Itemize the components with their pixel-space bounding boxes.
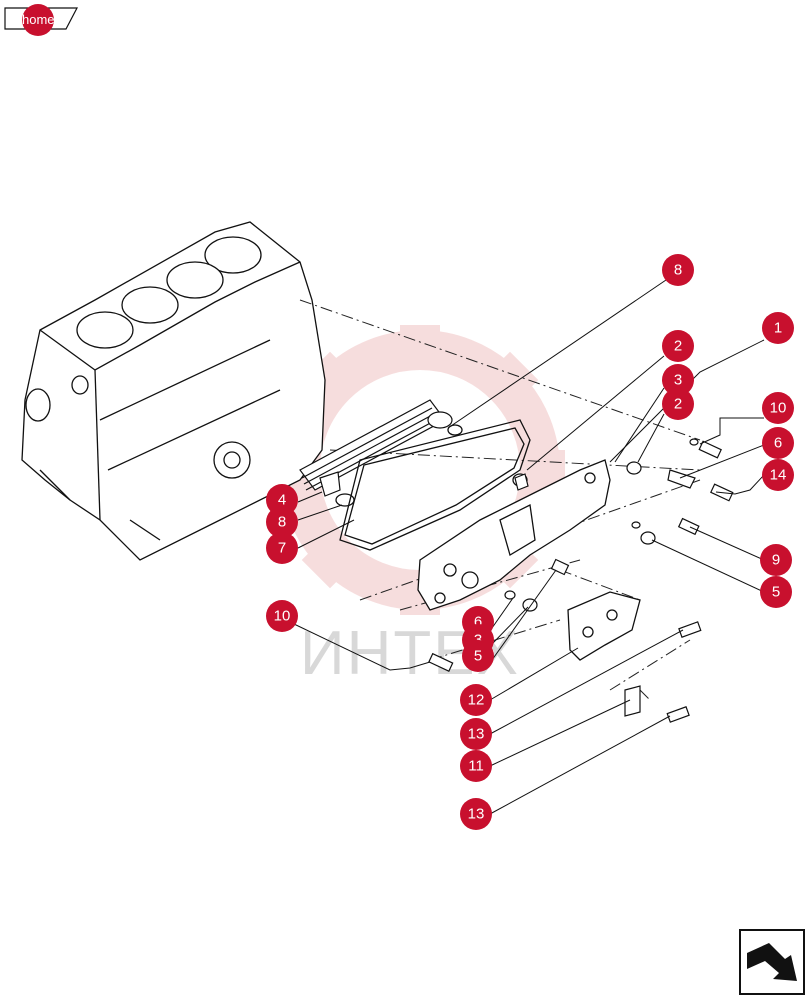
callout-label: 4 <box>278 492 286 509</box>
callout-label: 1 <box>774 320 782 337</box>
callout-label: 14 <box>770 467 787 484</box>
cooler-housing <box>417 459 611 611</box>
callout-label: 5 <box>474 648 482 665</box>
callout-label: 10 <box>770 400 787 417</box>
callout[interactable]: 9 <box>760 544 792 576</box>
home-label: home <box>22 4 54 36</box>
callout[interactable]: 7 <box>266 532 298 564</box>
callout[interactable]: 12 <box>460 684 492 716</box>
callout[interactable]: 13 <box>460 798 492 830</box>
engine-block <box>21 221 326 561</box>
callout[interactable]: 14 <box>762 459 794 491</box>
callout[interactable]: 5 <box>760 576 792 608</box>
callout-label: 2 <box>674 396 682 413</box>
callout-label: 6 <box>774 435 782 452</box>
callout[interactable]: 1 <box>762 312 794 344</box>
callout[interactable]: 10 <box>762 392 794 424</box>
callout-label: 13 <box>468 726 485 743</box>
callout[interactable]: 10 <box>266 600 298 632</box>
callout[interactable]: 8 <box>266 506 298 538</box>
callout[interactable]: 2 <box>662 388 694 420</box>
leader-lines <box>293 279 765 815</box>
callout[interactable]: 11 <box>460 750 492 782</box>
callout[interactable]: 4 <box>266 484 298 516</box>
next-page-button[interactable] <box>739 929 805 995</box>
fasteners <box>428 438 734 723</box>
oil-cooler <box>299 399 453 497</box>
gasket <box>335 419 531 551</box>
callout-label: 9 <box>772 552 780 569</box>
callout-label: 10 <box>274 608 291 625</box>
callout-label: 6 <box>474 614 482 631</box>
callout[interactable]: 5 <box>462 640 494 672</box>
home-button[interactable]: home <box>4 4 78 36</box>
callout-label: 7 <box>278 540 286 557</box>
callout[interactable]: 2 <box>662 330 694 362</box>
callout-label: 8 <box>278 514 286 531</box>
callout-label: 3 <box>674 372 682 389</box>
callout-label: 13 <box>468 806 485 823</box>
callout-label: 5 <box>772 584 780 601</box>
callout-label: 11 <box>468 758 484 775</box>
bracket <box>567 591 641 661</box>
callout-label: 8 <box>674 262 682 279</box>
callout[interactable]: 13 <box>460 718 492 750</box>
callout[interactable]: 8 <box>662 254 694 286</box>
callout-label: 2 <box>674 338 682 355</box>
callout-label: 12 <box>468 692 485 709</box>
next-page-arrow-icon <box>739 929 805 995</box>
callout[interactable]: 3 <box>662 364 694 396</box>
callout[interactable]: 6 <box>762 427 794 459</box>
